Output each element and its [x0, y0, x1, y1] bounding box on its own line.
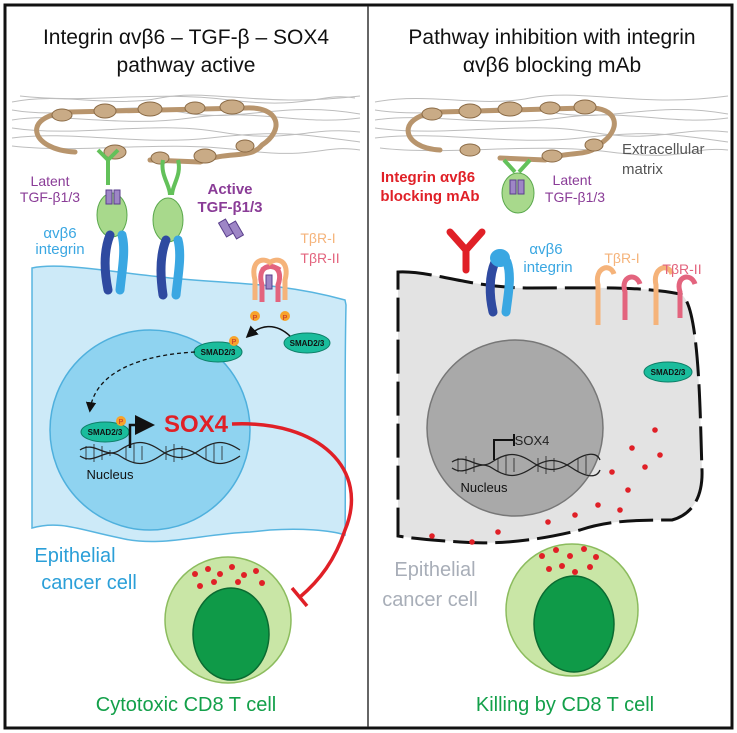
left-tcell-label: Cytotoxic CD8 T cell [96, 694, 276, 716]
right-dna-helix [451, 453, 601, 477]
mab-label-1: Integrin αvβ6 [381, 169, 475, 186]
left-title-line1: Integrin αvβ6 – TGF-β – SOX4 [43, 26, 329, 49]
right-tbr2-label: TβR-II [662, 261, 701, 277]
left-tgf-receptor-complex: P P [250, 257, 290, 322]
right-panel: Pathway inhibition with integrin αvβ6 bl… [374, 26, 729, 716]
mab-label-2: blocking mAb [380, 188, 479, 205]
right-tcell-label: Killing by CD8 T cell [476, 694, 654, 716]
smad-arrow-1 [245, 325, 291, 339]
left-active-label-2: TGF-β1/3 [198, 199, 263, 216]
right-integrin-label-1: αvβ6 [529, 241, 562, 258]
left-dna-helix [79, 441, 241, 465]
sox4-inhibition-line [231, 422, 354, 599]
phospho-badge-2: P [283, 315, 288, 322]
right-integrin-label-2: integrin [523, 259, 572, 276]
left-integrin-label-1: αvβ6 [43, 225, 76, 242]
sox4-promoter-arrow [128, 415, 155, 448]
right-latent-complex [501, 158, 535, 214]
right-latent-tgf-strand [405, 99, 617, 163]
left-integrin-1 [96, 148, 129, 295]
left-sox4-label: SOX4 [164, 411, 229, 438]
right-nucleus-label: Nucleus [461, 480, 508, 495]
blocking-antibody-icon [446, 228, 486, 274]
smad-label-nuclear: SMAD2/3 [88, 428, 123, 437]
right-title-line2: αvβ6 blocking mAb [463, 54, 641, 77]
right-latent-label-2: TGF-β1/3 [545, 189, 605, 205]
right-tcell-nucleus [533, 575, 615, 673]
smad-import-arrow [85, 351, 196, 413]
left-latent-label-2: TGF-β1/3 [20, 189, 80, 205]
right-cell-label-1: Epithelial [394, 559, 475, 581]
smad-label-cytoplasm: SMAD2/3 [201, 348, 236, 357]
left-integrin-2 [152, 159, 185, 300]
right-title-line1: Pathway inhibition with integrin [408, 26, 695, 49]
smad-oval-receptor [283, 332, 331, 354]
left-integrin-label-2: integrin [35, 241, 84, 258]
left-nucleus-label: Nucleus [87, 467, 134, 482]
smad-label-receptor: SMAD2/3 [290, 339, 325, 348]
right-tbr1-label: TβR-I [604, 250, 639, 266]
left-active-label-1: Active [207, 181, 252, 198]
left-title-line2: pathway active [117, 54, 256, 77]
left-granules [192, 564, 265, 589]
left-tbr1-label: TβR-I [300, 230, 335, 246]
right-sox4-repressed-promoter [493, 434, 515, 460]
left-tbr2-label: TβR-II [300, 250, 339, 266]
right-tcell-granules [539, 546, 599, 575]
left-panel: Integrin αvβ6 – TGF-β – SOX4 pathway act… [11, 26, 361, 716]
right-tgf-receptors [594, 265, 698, 325]
left-tcell-nucleus [192, 587, 270, 681]
right-cell-label-2: cancer cell [382, 589, 478, 611]
left-latent-label-1: Latent [31, 173, 70, 189]
inhibition-bar [290, 586, 309, 608]
right-integrin [485, 249, 514, 317]
phospho-badge-3: P [232, 339, 237, 346]
right-smad-label: SMAD2/3 [651, 368, 686, 377]
right-cytoplasm-granules [429, 427, 663, 545]
ecm-label-1: Extracellular [622, 141, 705, 158]
right-latent-label-1: Latent [553, 172, 592, 188]
phospho-badge-1: P [253, 315, 258, 322]
right-sox4-label: SOX4 [515, 433, 550, 448]
right-nucleus [426, 339, 604, 517]
latent-tgf-strand [34, 99, 279, 165]
active-tgf-beta-icon [217, 218, 245, 240]
right-smad-oval [643, 361, 693, 383]
left-cell-label-1: Epithelial [34, 545, 115, 567]
ecm-label-2: matrix [622, 161, 663, 178]
phospho-badge-4: P [119, 419, 124, 426]
left-cell-label-2: cancer cell [41, 572, 137, 594]
